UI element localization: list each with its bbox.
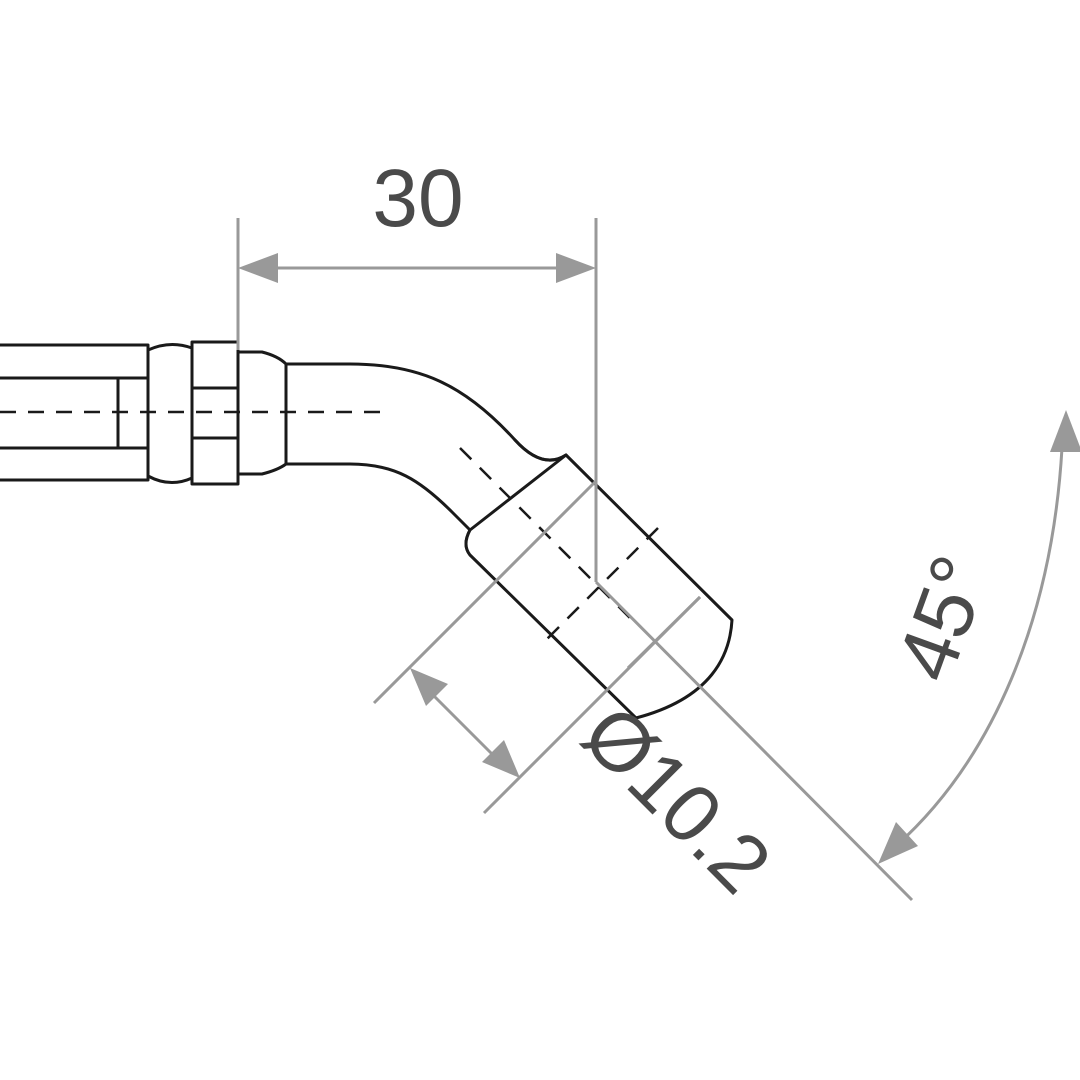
bent-tube-outline xyxy=(284,362,568,462)
dimension-diameter-label: Ø10.2 xyxy=(565,688,787,910)
banjo-end-notch xyxy=(513,438,568,462)
bent-tube-lower-outline xyxy=(284,462,472,557)
neck-ring xyxy=(236,350,288,476)
dimension-length-label: 30 xyxy=(372,153,463,244)
dimension-angle-label: 45° xyxy=(879,544,1007,692)
dimension-30: 30 xyxy=(236,153,598,582)
ferrule-collar xyxy=(146,343,194,484)
